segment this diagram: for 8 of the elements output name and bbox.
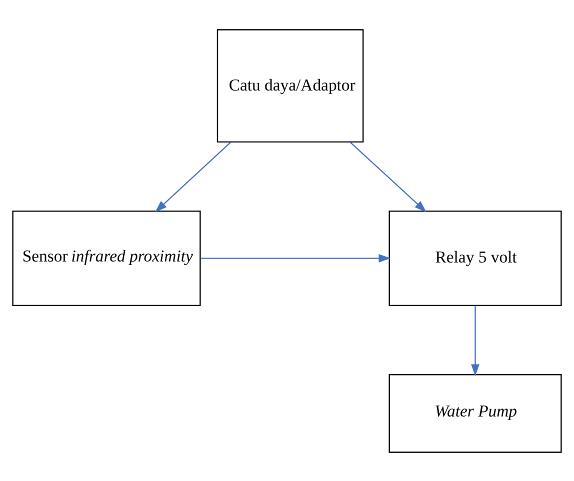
arrow xyxy=(155,141,232,212)
arrow xyxy=(350,141,426,212)
node-box: Sensor infrared proximity xyxy=(12,210,201,306)
node-box: Relay 5 volt xyxy=(388,210,562,306)
arrow xyxy=(200,254,391,262)
node-box: Catu daya/Adaptor xyxy=(216,28,364,142)
arrow xyxy=(471,305,480,376)
node-box: Water Pump xyxy=(388,374,562,452)
